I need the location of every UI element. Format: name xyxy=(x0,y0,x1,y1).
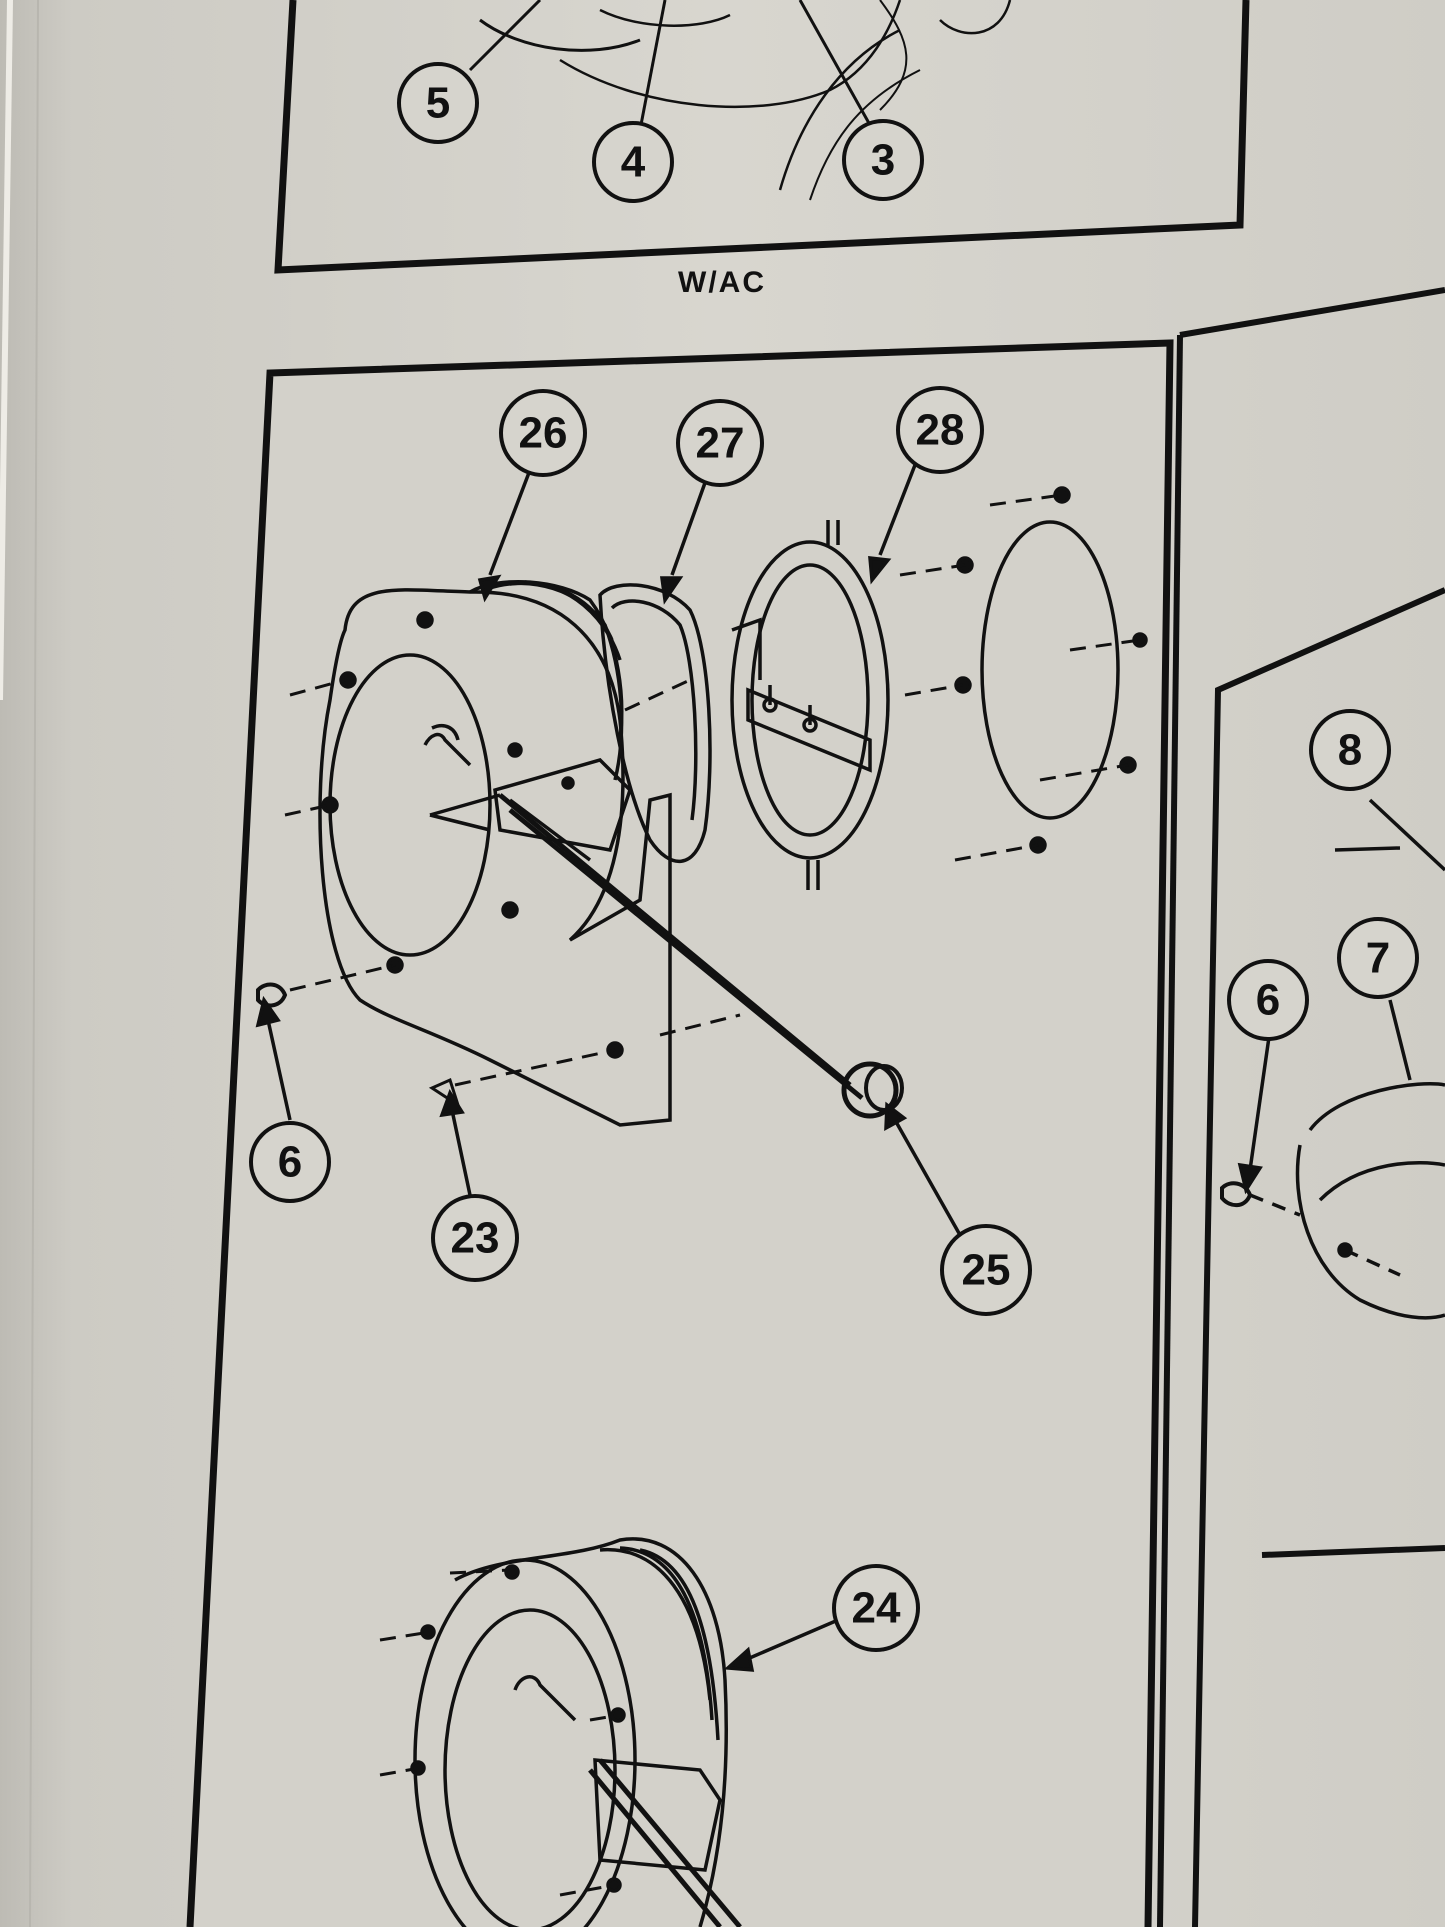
page-edge xyxy=(29,0,39,1927)
caption-w-ac: W/AC xyxy=(678,266,766,299)
upper-assembly xyxy=(256,486,1148,1127)
top-panel: 5 4 3 xyxy=(274,0,1250,274)
part-26-housing xyxy=(318,579,672,1127)
leader-lines xyxy=(255,464,1445,1672)
callout-label: 6 xyxy=(1256,976,1280,1025)
part-25-cable xyxy=(498,793,904,1119)
callout-label: 25 xyxy=(962,1246,1011,1295)
callout-label: 5 xyxy=(426,79,450,128)
callout-top-4: 4 xyxy=(592,121,674,203)
callout-24: 24 xyxy=(832,1564,920,1652)
callout-label: 24 xyxy=(852,1584,901,1633)
right-assembly xyxy=(1220,846,1445,1320)
page-edge xyxy=(0,0,13,701)
callout-28: 28 xyxy=(896,386,984,474)
callout-label: 3 xyxy=(871,136,895,185)
fastener-lines xyxy=(284,493,1141,1087)
callout-label: 26 xyxy=(519,409,568,458)
callout-label: 6 xyxy=(278,1138,302,1187)
right-panel xyxy=(1157,287,1445,1927)
callout-26: 26 xyxy=(499,389,587,477)
callout-label: 23 xyxy=(451,1214,500,1263)
callout-6-right: 6 xyxy=(1227,959,1309,1041)
callout-label: 8 xyxy=(1338,726,1362,775)
part-28-frame xyxy=(730,520,890,890)
part-27-gasket xyxy=(598,583,712,864)
callouts: 26 27 28 6 23 25 24 8 xyxy=(249,386,1419,1652)
callout-27: 27 xyxy=(676,399,764,487)
callout-label: 27 xyxy=(696,419,745,468)
callout-8: 8 xyxy=(1309,709,1391,791)
callout-label: 28 xyxy=(916,406,965,455)
callout-top-5: 5 xyxy=(397,62,479,144)
callout-top-3: 3 xyxy=(842,119,924,201)
callout-6-left: 6 xyxy=(249,1121,331,1203)
callout-label: 7 xyxy=(1366,934,1390,983)
callout-7: 7 xyxy=(1337,917,1419,999)
lower-assembly xyxy=(379,1537,742,1927)
callout-label: 4 xyxy=(621,138,646,187)
callout-23: 23 xyxy=(431,1194,519,1282)
rear-gasket xyxy=(980,520,1120,820)
main-panel xyxy=(186,339,1174,1927)
callout-25: 25 xyxy=(940,1224,1032,1316)
